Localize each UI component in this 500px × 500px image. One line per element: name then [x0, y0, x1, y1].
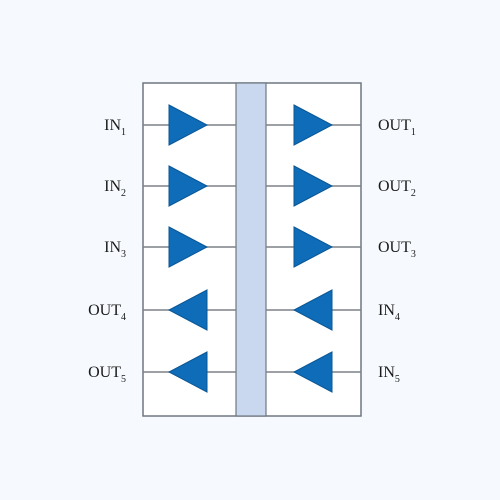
- buffer-left-2: [168, 165, 209, 207]
- pin-label-base: IN: [378, 364, 395, 381]
- buffer-right-3: [293, 226, 334, 268]
- pin-label-subscript: 5: [395, 374, 400, 385]
- pin-label-subscript: 3: [121, 249, 126, 260]
- pin-label-base: OUT: [378, 117, 411, 134]
- pin-label-subscript: 1: [411, 127, 416, 138]
- isolation-barrier: [235, 82, 267, 417]
- pin-label-base: OUT: [88, 302, 121, 319]
- pin-label-base: IN: [104, 117, 121, 134]
- buffer-right-4: [292, 289, 333, 331]
- pin-label-right-5: IN5: [378, 364, 400, 385]
- pin-label-subscript: 1: [121, 127, 126, 138]
- pin-label-base: OUT: [88, 364, 121, 381]
- pin-label-base: IN: [104, 239, 121, 256]
- pin-label-subscript: 4: [121, 312, 126, 323]
- pin-label-right-1: OUT1: [378, 117, 416, 138]
- pin-label-subscript: 2: [121, 188, 126, 199]
- pin-label-left-4: OUT4: [88, 302, 126, 323]
- pin-label-right-2: OUT2: [378, 178, 416, 199]
- pin-label-base: OUT: [378, 178, 411, 195]
- buffer-left-3: [168, 226, 209, 268]
- pin-label-base: IN: [104, 178, 121, 195]
- pin-label-subscript: 5: [121, 374, 126, 385]
- buffer-left-1: [168, 104, 209, 146]
- pin-label-base: IN: [378, 302, 395, 319]
- pin-label-right-4: IN4: [378, 302, 400, 323]
- pin-label-subscript: 3: [411, 249, 416, 260]
- pin-label-left-2: IN2: [104, 178, 126, 199]
- buffer-left-5: [167, 351, 208, 393]
- buffer-left-4: [167, 289, 208, 331]
- pin-label-left-1: IN1: [104, 117, 126, 138]
- pin-label-right-3: OUT3: [378, 239, 416, 260]
- pin-label-subscript: 4: [395, 312, 400, 323]
- buffer-right-1: [293, 104, 334, 146]
- buffer-right-2: [293, 165, 334, 207]
- buffer-right-5: [292, 351, 333, 393]
- pin-label-subscript: 2: [411, 188, 416, 199]
- pin-label-left-3: IN3: [104, 239, 126, 260]
- pin-label-left-5: OUT5: [88, 364, 126, 385]
- pin-label-base: OUT: [378, 239, 411, 256]
